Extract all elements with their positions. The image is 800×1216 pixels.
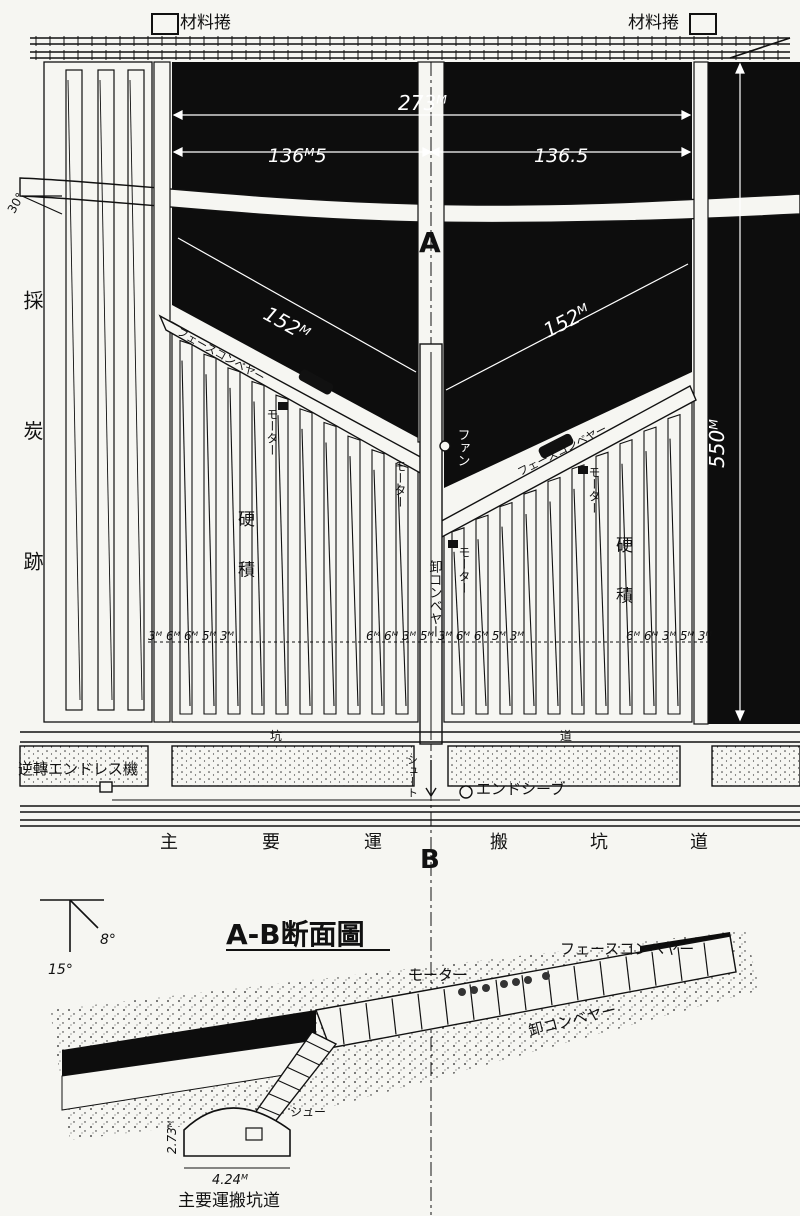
motor-label-4: モーター: [457, 546, 471, 594]
goaf-strip: [371, 449, 385, 715]
section-props: [339, 942, 709, 1045]
dip-marker: [40, 899, 104, 952]
top-rail-ties: [35, 36, 779, 60]
goaf-pack-strips: [179, 339, 681, 715]
width-total-label: 273ᴹ: [398, 91, 447, 115]
tunnel-height-label: 2.73ᴹ: [165, 1120, 179, 1154]
goaf-strip: [227, 367, 241, 715]
fan-label: ファン: [455, 428, 470, 467]
main-haulage-label: 主要運搬坑道: [160, 832, 708, 853]
dimension-length-right: [735, 62, 745, 722]
goaf-strip: [251, 380, 265, 715]
bottom-rail-tracks: [20, 805, 800, 827]
width-half-right-label: 136.5: [534, 145, 588, 167]
stone-pillars: [19, 745, 800, 787]
dip-small-label: 8°: [100, 932, 116, 948]
coal-seam-left: [172, 62, 418, 438]
section-coal-seam: [62, 1010, 316, 1076]
right-gallery: [693, 61, 709, 725]
storage-room-right: [689, 13, 717, 35]
chute-arrow: [425, 760, 437, 798]
goaf-strip: [643, 426, 657, 715]
coal-seam-far-right: [708, 62, 800, 724]
main-haulage-char: 坑: [590, 832, 608, 853]
section-coal-pile: [458, 972, 550, 996]
haulage-tunnel-arch: [183, 1107, 291, 1157]
unloading-conveyor-label: 卸コンベヤー: [427, 559, 443, 638]
spacing-right: 6ᴹ 6ᴹ 3ᴹ 5ᴹ 3ᴹ: [626, 629, 713, 643]
fan-icon: [439, 440, 451, 452]
storage-room-left: [151, 13, 179, 35]
goaf-strip: [323, 421, 337, 715]
goaf-strip: [499, 501, 513, 715]
mined-out-label: 採 炭 跡: [20, 290, 44, 623]
dimension-diag-right: [445, 263, 689, 391]
goaf-strip: [203, 353, 217, 715]
mined-out-hatch: [67, 79, 143, 701]
goaf-strip: [275, 394, 289, 715]
point-b-label: B: [420, 845, 440, 875]
main-haulage-char: 搬: [490, 832, 508, 853]
mined-out-strips: [65, 69, 145, 711]
section-face-conveyor-label: フェースコンベヤー: [560, 940, 694, 958]
goaf-strip: [179, 339, 193, 715]
left-gallery: [153, 61, 171, 723]
section-title: A-B断面圖: [226, 918, 365, 951]
main-haulage-char: 運: [364, 832, 382, 853]
section-chute-label: シュー: [290, 1105, 326, 1119]
section-chute-rungs: [259, 1040, 330, 1116]
motor-label-2: モーター: [393, 460, 407, 508]
coal-seam-right: [444, 62, 692, 488]
crossing-roadway: [19, 177, 800, 224]
gangway-label-right: 道: [560, 729, 572, 743]
section-motor-label: モーター: [408, 966, 468, 984]
main-haulage-char: 主: [160, 832, 178, 853]
end-sheave-label: エンドシーブ: [476, 780, 565, 798]
haulage-tunnel-car: [245, 1127, 263, 1141]
goaf-strip: [347, 435, 361, 715]
goaf-strip: [523, 489, 537, 715]
end-sheave-icon: [459, 785, 473, 799]
point-a-label: A: [419, 226, 441, 259]
dimension-width-total: [172, 110, 692, 120]
goaf-strip: [475, 514, 489, 715]
dimension-width-halves: [172, 147, 692, 157]
width-half-left-label: 136ᴹ5: [268, 145, 327, 167]
spacing-left: 3ᴹ 6ᴹ 6ᴹ 5ᴹ 3ᴹ: [148, 629, 235, 643]
motor-label-1: モーター: [265, 408, 279, 456]
goaf-strip: [299, 408, 313, 715]
length-right-label: 550ᴹ: [705, 419, 729, 468]
filling-left-label: 硬 積: [234, 510, 255, 591]
angle-marker: [21, 195, 63, 215]
goaf-strip: [547, 476, 561, 715]
motor-label-3: モーター: [587, 466, 601, 514]
reversing-machine-label: 逆轉エンドレス機: [18, 760, 138, 778]
goaf-strip: [395, 462, 409, 715]
reversing-machine-icon: [99, 781, 113, 793]
storage-label-left: 材料捲: [180, 13, 231, 33]
mined-out-area: [43, 61, 153, 723]
goaf-strip: [667, 413, 681, 715]
spacing-center: 6ᴹ 6ᴹ 3ᴹ 5ᴹ 3ᴹ 6ᴹ 6ᴹ 5ᴹ 3ᴹ: [366, 629, 524, 643]
dimension-diag-left: [177, 237, 417, 373]
goaf-strip: [595, 451, 609, 715]
storage-label-right: 材料捲: [628, 13, 679, 33]
dip-large-label: 15°: [48, 962, 73, 978]
chute-label: シュート: [406, 754, 419, 798]
tunnel-name-label: 主要運搬坑道: [178, 1191, 280, 1211]
motor-symbols: [278, 369, 588, 548]
main-haulage-char: 要: [262, 832, 280, 853]
goaf-strip: [451, 527, 465, 715]
tunnel-width-label: 4.24ᴹ: [212, 1173, 248, 1188]
gangway-label-left: 坑: [270, 728, 282, 743]
top-rail-tracks: [30, 37, 791, 59]
goaf-strip: [619, 438, 633, 715]
main-haulage-char: 道: [690, 832, 708, 853]
filling-right-label: 硬 積: [612, 536, 633, 617]
